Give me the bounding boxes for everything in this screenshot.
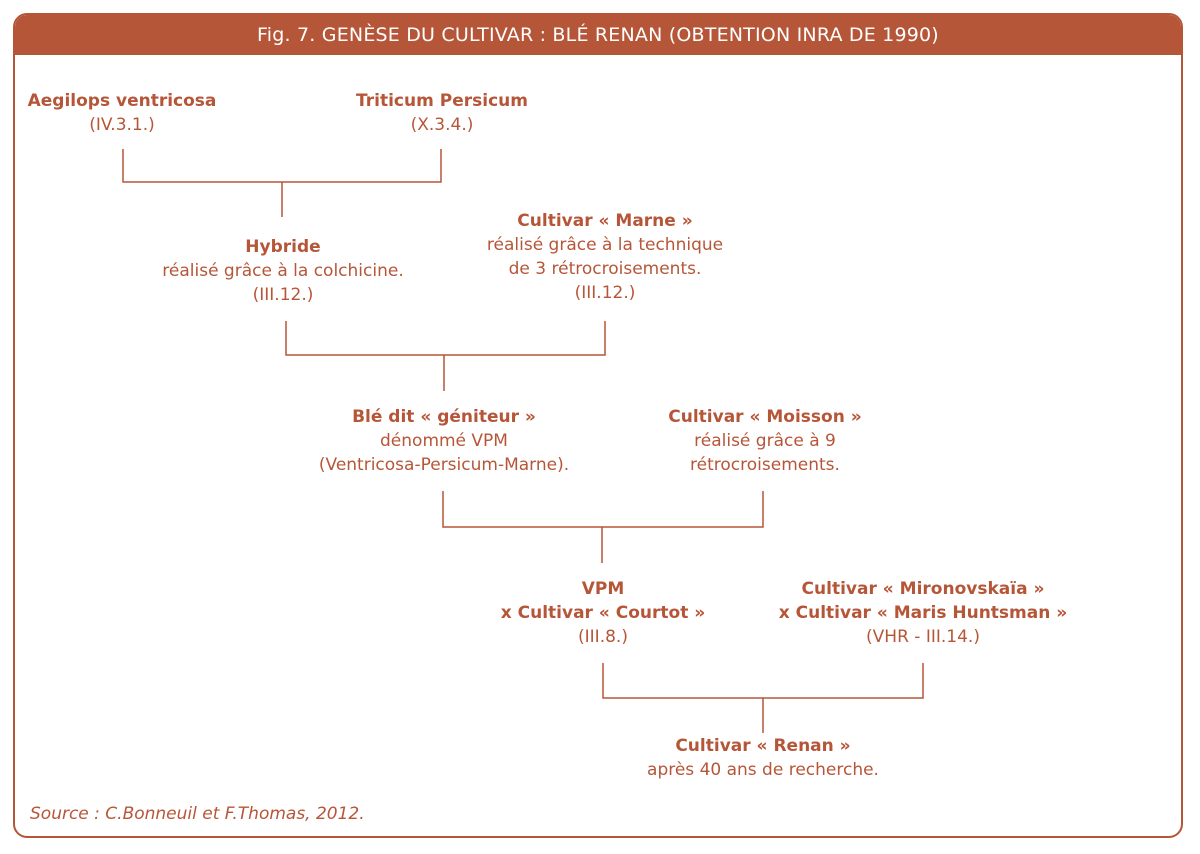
- node-vpm-ref: (III.8.): [578, 627, 628, 647]
- node-aegilops-ref: (IV.3.1.): [89, 115, 155, 135]
- node-hybride-ref: (III.12.): [252, 285, 314, 305]
- node-marne-name: Cultivar « Marne »: [517, 211, 693, 231]
- node-cultivar-moisson: Cultivar « Moisson » réalisé grâce à 9 r…: [668, 405, 861, 477]
- node-triticum-name: Triticum Persicum: [356, 91, 528, 111]
- node-hybride: Hybride réalisé grâce à la colchicine. (…: [162, 235, 403, 307]
- node-moisson-line1: réalisé grâce à 9: [694, 431, 836, 451]
- node-moisson-line2: rétrocroisements.: [690, 455, 840, 475]
- node-mironovskaia-line1: x Cultivar « Maris Huntsman »: [778, 603, 1068, 623]
- connector-aegilops-triticum: [122, 149, 442, 217]
- node-geniteur-line2: (Ventricosa-Persicum-Marne).: [318, 455, 570, 475]
- node-aegilops-name: Aegilops ventricosa: [27, 91, 217, 111]
- node-vpm-line1: x Cultivar « Courtot »: [500, 603, 706, 623]
- connector-geniteur-moisson: [442, 491, 764, 563]
- node-mironovskaia-ref: (VHR - III.14.): [866, 627, 980, 647]
- source-citation: Source : C.Bonneuil et F.Thomas, 2012.: [30, 804, 365, 824]
- node-geniteur-name: Blé dit « géniteur »: [352, 407, 536, 427]
- connector-hybride-marne: [285, 321, 606, 391]
- node-hybride-name: Hybride: [245, 237, 321, 257]
- node-hybride-line1: réalisé grâce à la colchicine.: [162, 261, 404, 281]
- connector-lines: [122, 149, 924, 733]
- node-marne-line2: de 3 rétrocroisements.: [508, 259, 702, 279]
- connector-courtot-mironovskaia: [602, 663, 924, 733]
- node-mironovskaia-maris-huntsman: Cultivar « Mironovskaïa » x Cultivar « M…: [779, 577, 1068, 649]
- node-cultivar-marne: Cultivar « Marne » réalisé grâce à la te…: [487, 209, 723, 305]
- node-cultivar-renan: Cultivar « Renan » après 40 ans de reche…: [647, 734, 879, 782]
- node-vpm-name: VPM: [581, 579, 625, 599]
- node-renan-name: Cultivar « Renan »: [675, 736, 851, 756]
- node-marne-line1: réalisé grâce à la technique: [486, 235, 724, 255]
- node-ble-geniteur: Blé dit « géniteur » dénommé VPM (Ventri…: [319, 405, 569, 477]
- node-mironovskaia-name: Cultivar « Mironovskaïa »: [801, 579, 1045, 599]
- node-moisson-name: Cultivar « Moisson »: [668, 407, 862, 427]
- node-marne-ref: (III.12.): [574, 283, 636, 303]
- node-aegilops-ventricosa: Aegilops ventricosa (IV.3.1.): [28, 89, 217, 137]
- node-geniteur-line1: dénommé VPM: [380, 431, 508, 451]
- node-vpm-courtot: VPM x Cultivar « Courtot » (III.8.): [501, 577, 705, 649]
- node-triticum-ref: (X.3.4.): [410, 115, 474, 135]
- node-triticum-persicum: Triticum Persicum (X.3.4.): [356, 89, 528, 137]
- node-renan-line1: après 40 ans de recherche.: [647, 760, 879, 780]
- figure-title: Fig. 7. GENÈSE DU CULTIVAR : BLÉ RENAN (…: [15, 15, 1181, 55]
- figure-frame: Fig. 7. GENÈSE DU CULTIVAR : BLÉ RENAN (…: [13, 13, 1183, 838]
